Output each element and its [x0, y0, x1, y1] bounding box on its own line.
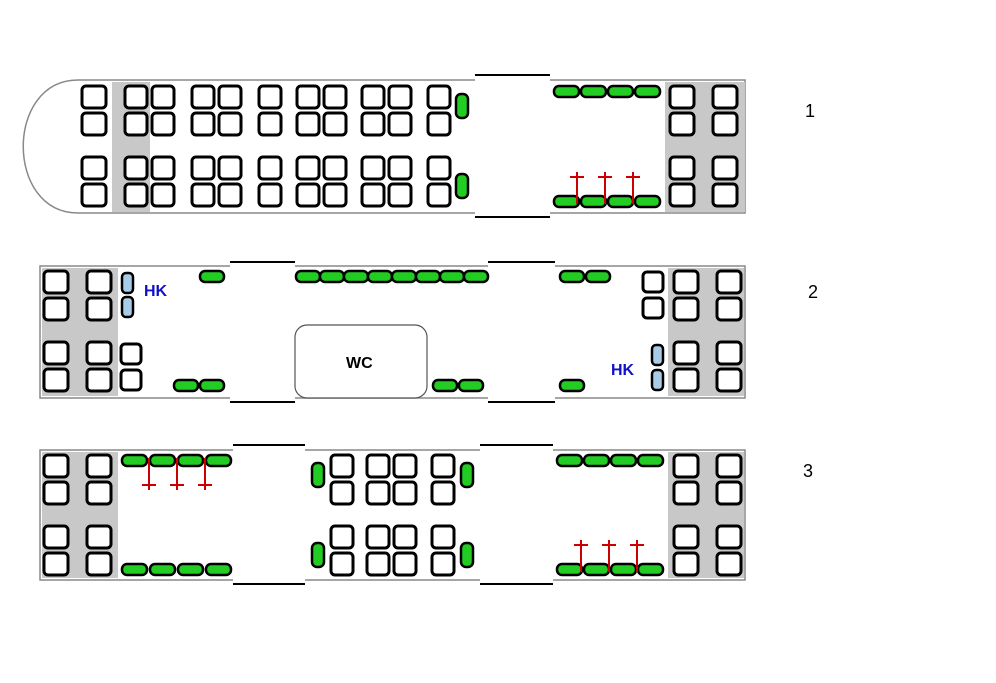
car-2-body — [39, 265, 746, 399]
car-2-hk-label-upper: HK — [144, 283, 168, 300]
car-3-seats — [42, 453, 743, 577]
car-2-toilet — [294, 324, 428, 399]
car-2-wc-label: WC — [346, 355, 373, 372]
car-3-body — [39, 449, 746, 581]
car-3-folding-seats — [120, 453, 665, 577]
car-1-bike-hooks — [570, 172, 640, 204]
car-2-accessible-seats — [120, 271, 665, 392]
car-3-label: 3 — [803, 461, 813, 481]
car-1-folding-seats — [454, 84, 662, 209]
car-3: 3 — [39, 444, 813, 585]
car-2-seats — [42, 269, 743, 393]
car-2-hk-label-lower: HK — [611, 362, 635, 379]
car-2-folding-seats — [172, 269, 612, 393]
car-1-seats — [80, 84, 739, 208]
car-2: WC HK HK 2 — [39, 261, 818, 403]
car-1: 1 — [22, 74, 815, 218]
car-1-label: 1 — [805, 101, 815, 121]
car-2-label: 2 — [808, 282, 818, 302]
car-3-bike-hooks — [142, 458, 644, 572]
